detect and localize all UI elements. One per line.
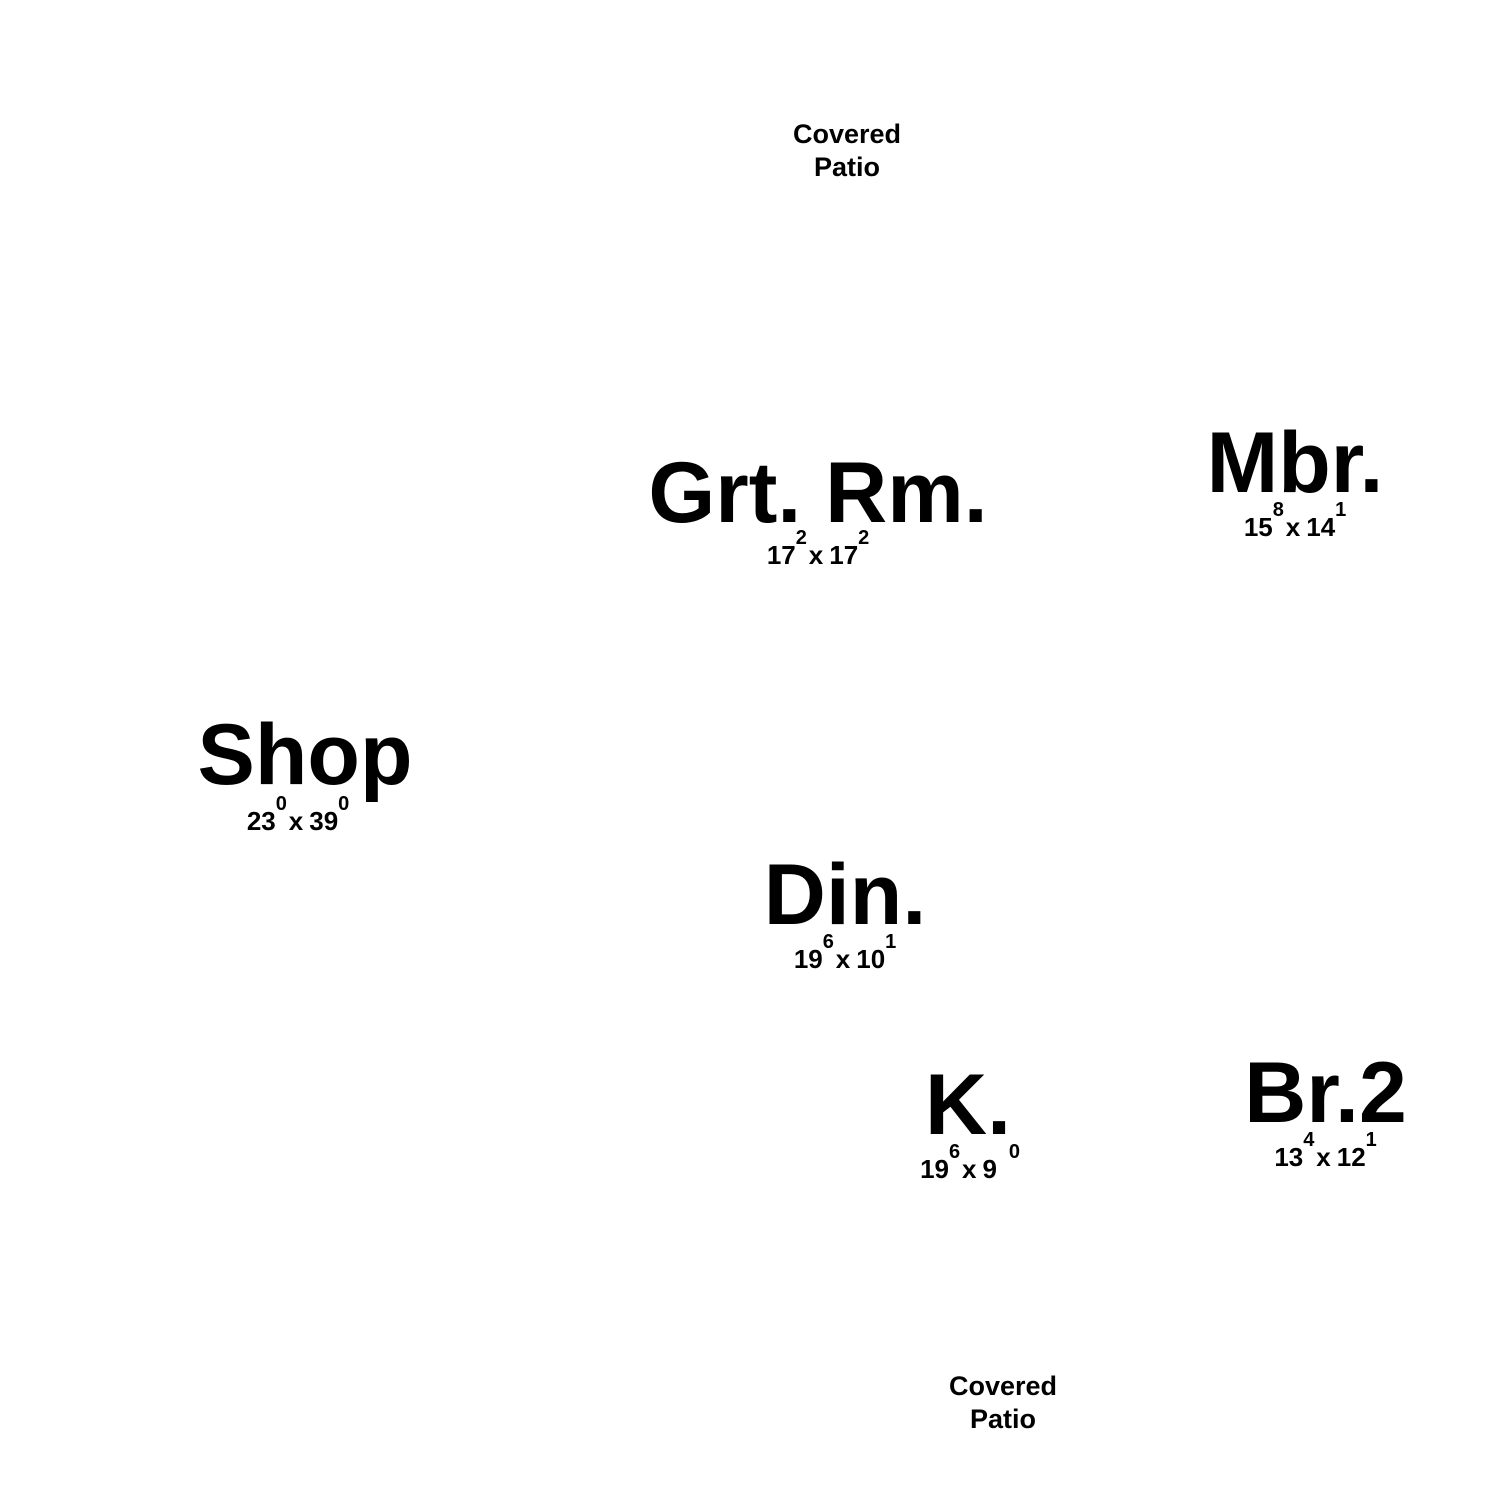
room-name: Shop xyxy=(197,707,413,803)
room-name: Grt. Rm. xyxy=(648,445,988,541)
patio-line-1: Covered xyxy=(792,119,902,149)
room-name: K. xyxy=(925,1057,1011,1153)
room-name: Br.2 xyxy=(1244,1045,1407,1141)
patio-line-2: Patio xyxy=(969,1404,1036,1434)
patio-line-2: Patio xyxy=(813,152,880,182)
label-covered-patio-bottom: Covered Patio xyxy=(943,1370,1063,1436)
patio-line-1: Covered xyxy=(948,1371,1058,1401)
label-covered-patio-top: Covered Patio xyxy=(787,118,907,184)
room-name: Mbr. xyxy=(1206,415,1384,511)
room-name: Din. xyxy=(763,847,927,943)
